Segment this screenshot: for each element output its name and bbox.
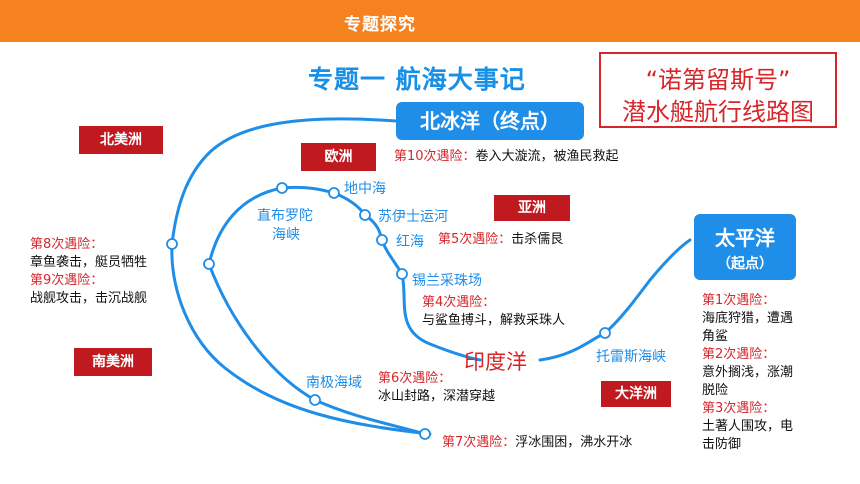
indian-ocean-label: 印度洋 (464, 350, 527, 374)
gibraltar-label-2: 海峡 (272, 227, 300, 243)
route-map-title-line1: “诺第留斯号” (645, 66, 791, 94)
event-5: 第5次遇险：击杀儒艮 (438, 231, 563, 249)
waypoint-ceylon (396, 268, 408, 280)
waypoint-gibraltar (276, 182, 288, 194)
pacific-ocean-label: 太平洋 （起点） (694, 214, 796, 280)
event-1-title: 第1次遇险： (702, 293, 776, 308)
waypoint-antarctic (309, 394, 321, 406)
arctic-ocean-label: 北冰洋（终点） (396, 102, 584, 140)
event-3-title: 第3次遇险： (702, 401, 776, 416)
route-south-loop (207, 262, 427, 436)
event-10-text: 卷入大漩流，被渔民救起 (475, 149, 619, 164)
event-6: 第6次遇险： 冰山封路，深潜穿越 (378, 370, 495, 406)
red-sea-label: 红海 (396, 234, 424, 250)
events-8-9: 第8次遇险： 章鱼袭击，艇员牺牲 第9次遇险： 战舰攻击，击沉战舰 (30, 236, 147, 308)
waypoint-suez (359, 209, 371, 221)
route-map-title-box: “诺第留斯号” 潜水艇航行线路图 (599, 52, 837, 128)
waypoint-north-america (166, 238, 178, 250)
event-6-text: 冰山封路，深潜穿越 (378, 389, 496, 404)
pacific-note: （起点） (717, 256, 773, 272)
event-9-text: 战舰攻击，击沉战舰 (30, 291, 148, 306)
route-map-title-line2: 潜水艇航行线路图 (622, 98, 814, 126)
mediterranean-label: 地中海 (344, 181, 386, 197)
waypoint-red-sea (376, 234, 388, 246)
pacific-name: 太平洋 (715, 226, 775, 250)
event-4-text: 与鲨鱼搏斗，解救采珠人 (422, 313, 566, 328)
event-10-title: 第10次遇险： (394, 149, 476, 164)
ceylon-label: 锡兰采珠场 (412, 273, 482, 289)
event-2-line2: 脱险 (702, 383, 729, 398)
waypoint-torres (599, 327, 611, 339)
event-7-text: 浮冰围困，沸水开冰 (515, 435, 633, 450)
event-3-line2: 击防御 (702, 437, 742, 452)
event-8-text: 章鱼袭击，艇员牺牲 (30, 255, 148, 270)
section-title: 专题探究 (344, 15, 416, 35)
event-2-title: 第2次遇险： (702, 347, 776, 362)
waypoint-mediterranean (328, 187, 340, 199)
south-america-label: 南美洲 (74, 348, 152, 376)
event-6-title: 第6次遇险： (378, 371, 452, 386)
event-2-line1: 意外搁浅，涨潮 (702, 365, 794, 380)
event-5-text: 击杀儒艮 (511, 232, 564, 247)
torres-strait-label: 托雷斯海峡 (596, 349, 666, 365)
event-7-title: 第7次遇险： (442, 435, 516, 450)
event-5-title: 第5次遇险： (438, 232, 512, 247)
oceania-label: 大洋洲 (601, 381, 671, 407)
event-1-line1: 海底狩猎，遭遇 (702, 311, 794, 326)
waypoint-atlantic (203, 258, 215, 270)
suez-canal-label: 苏伊士运河 (378, 209, 448, 225)
event-1-line2: 角鲨 (702, 329, 729, 344)
europe-label: 欧洲 (301, 143, 376, 171)
event-9-title: 第9次遇险： (30, 273, 104, 288)
event-4-title: 第4次遇险： (422, 295, 496, 310)
route-torres-pacific (603, 238, 692, 335)
waypoint-ice (419, 428, 431, 440)
event-8-title: 第8次遇险： (30, 237, 104, 252)
event-10: 第10次遇险：卷入大漩流，被渔民救起 (394, 148, 619, 166)
event-7: 第7次遇险：浮冰围困，沸水开冰 (442, 434, 632, 452)
event-4: 第4次遇险： 与鲨鱼搏斗，解救采珠人 (422, 294, 565, 330)
events-1-3: 第1次遇险： 海底狩猎，遭遇 角鲨 第2次遇险： 意外搁浅，涨潮 脱险 第3次遇… (702, 292, 793, 454)
antarctic-label: 南极海域 (306, 375, 362, 391)
route-ceylon-india (400, 272, 482, 362)
route-europe-mediterranean (207, 185, 367, 266)
north-america-label: 北美洲 (79, 126, 163, 154)
gibraltar-label-1: 直布罗陀 (257, 208, 313, 224)
asia-label: 亚洲 (494, 195, 570, 221)
top-banner: 专题探究 (0, 0, 860, 42)
event-3-line1: 土著人围攻，电 (702, 419, 794, 434)
page-title: 专题一 航海大事记 (308, 65, 526, 94)
